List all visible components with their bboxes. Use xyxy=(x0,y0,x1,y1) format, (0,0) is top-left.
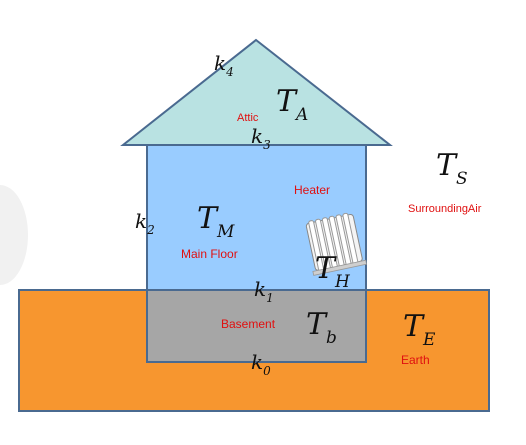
k3-label: k3 xyxy=(251,124,271,152)
temp-basement: Tb xyxy=(306,307,337,348)
main-floor-label: Main Floor xyxy=(181,247,238,261)
earth-label: Earth xyxy=(401,353,430,367)
temp-heater: TH xyxy=(315,251,351,292)
basement-label: Basement xyxy=(221,317,276,331)
basement-region xyxy=(146,289,367,363)
temp-surrounding: TS xyxy=(436,148,468,189)
temp-attic: TA xyxy=(276,84,308,125)
k2-label: k2 xyxy=(135,209,155,237)
attic-region xyxy=(120,38,393,146)
k1-label: k1 xyxy=(254,277,274,305)
background-glow xyxy=(0,185,28,285)
attic-label: Attic xyxy=(237,112,259,124)
k4-label: k4 xyxy=(214,51,234,79)
surrounding-air-label: SurroundingAir xyxy=(408,203,482,215)
radiator-icon xyxy=(305,212,368,276)
k0-label: k0 xyxy=(251,350,271,378)
heater-label: Heater xyxy=(294,183,330,197)
temp-main-floor: TM xyxy=(197,201,235,242)
temp-earth: TE xyxy=(403,309,436,350)
